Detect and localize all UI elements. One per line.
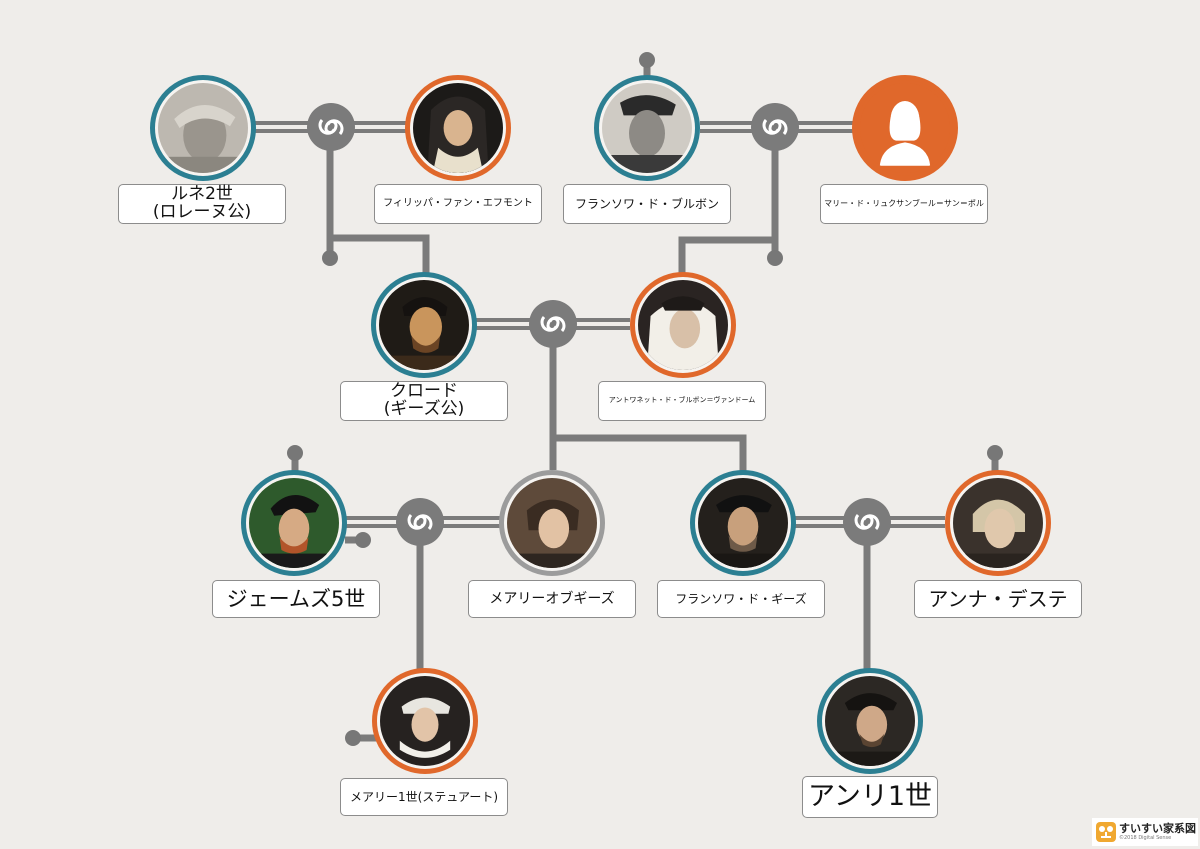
portrait-image	[158, 83, 248, 173]
portrait-image	[249, 478, 339, 568]
spiral-icon	[307, 103, 355, 151]
name-label-antoinette[interactable]: アントワネット・ド・ブルボン＝ヴァンドーム	[598, 381, 766, 421]
portrait-image	[825, 676, 915, 766]
name-label-henri1[interactable]: アンリ1世	[802, 776, 938, 818]
portrait-image	[379, 280, 469, 370]
portrait-image	[698, 478, 788, 568]
portrait-anna-este[interactable]	[945, 470, 1051, 576]
name-label-rene[interactable]: ルネ2世 (ロレーヌ公)	[118, 184, 286, 224]
portrait-mary-stuart[interactable]	[372, 668, 478, 774]
portrait-james5[interactable]	[241, 470, 347, 576]
app-logo: すいすい家系図 ©2018 Digital Sense	[1092, 818, 1198, 846]
spiral-icon	[751, 103, 799, 151]
portrait-mary-guise[interactable]	[499, 470, 605, 576]
portrait-image	[507, 478, 597, 568]
portrait-francois-guise[interactable]	[690, 470, 796, 576]
name-label-philippa[interactable]: フィリッパ・ファン・エフモント	[374, 184, 542, 224]
logo-copyright: ©2018 Digital Sense	[1119, 834, 1172, 841]
name-label-francois-bourbon[interactable]: フランソワ・ド・ブルボン	[563, 184, 731, 224]
name-label-francois-guise[interactable]: フランソワ・ド・ギーズ	[657, 580, 825, 618]
person-silhouette-icon	[860, 83, 950, 173]
portrait-henri1[interactable]	[817, 668, 923, 774]
portrait-antoinette[interactable]	[630, 272, 736, 378]
portrait-image	[413, 83, 503, 173]
portrait-image	[602, 83, 692, 173]
name-label-james5[interactable]: ジェームズ5世	[212, 580, 380, 618]
family-tree-logo-icon	[1096, 822, 1116, 842]
portrait-image	[638, 280, 728, 370]
spiral-icon	[396, 498, 444, 546]
name-label-claude[interactable]: クロード (ギーズ公)	[340, 381, 508, 421]
portrait-image	[380, 676, 470, 766]
portrait-francois-bourbon[interactable]	[594, 75, 700, 181]
name-label-marie-luxembourg[interactable]: マリー・ド・リュクサンブール＝サン＝ポル	[820, 184, 988, 224]
spiral-icon	[843, 498, 891, 546]
logo-name: すいすい家系図	[1119, 821, 1196, 835]
portrait-marie-luxembourg[interactable]	[852, 75, 958, 181]
name-label-mary-guise[interactable]: メアリーオブギーズ	[468, 580, 636, 618]
spiral-icon	[529, 300, 577, 348]
portrait-claude[interactable]	[371, 272, 477, 378]
stub-dots	[287, 52, 1003, 746]
name-label-anna-este[interactable]: アンナ・デステ	[914, 580, 1082, 618]
portrait-rene[interactable]	[150, 75, 256, 181]
name-label-mary-stuart[interactable]: メアリー1世(ステュアート)	[340, 778, 508, 816]
portrait-image	[953, 478, 1043, 568]
portrait-philippa[interactable]	[405, 75, 511, 181]
